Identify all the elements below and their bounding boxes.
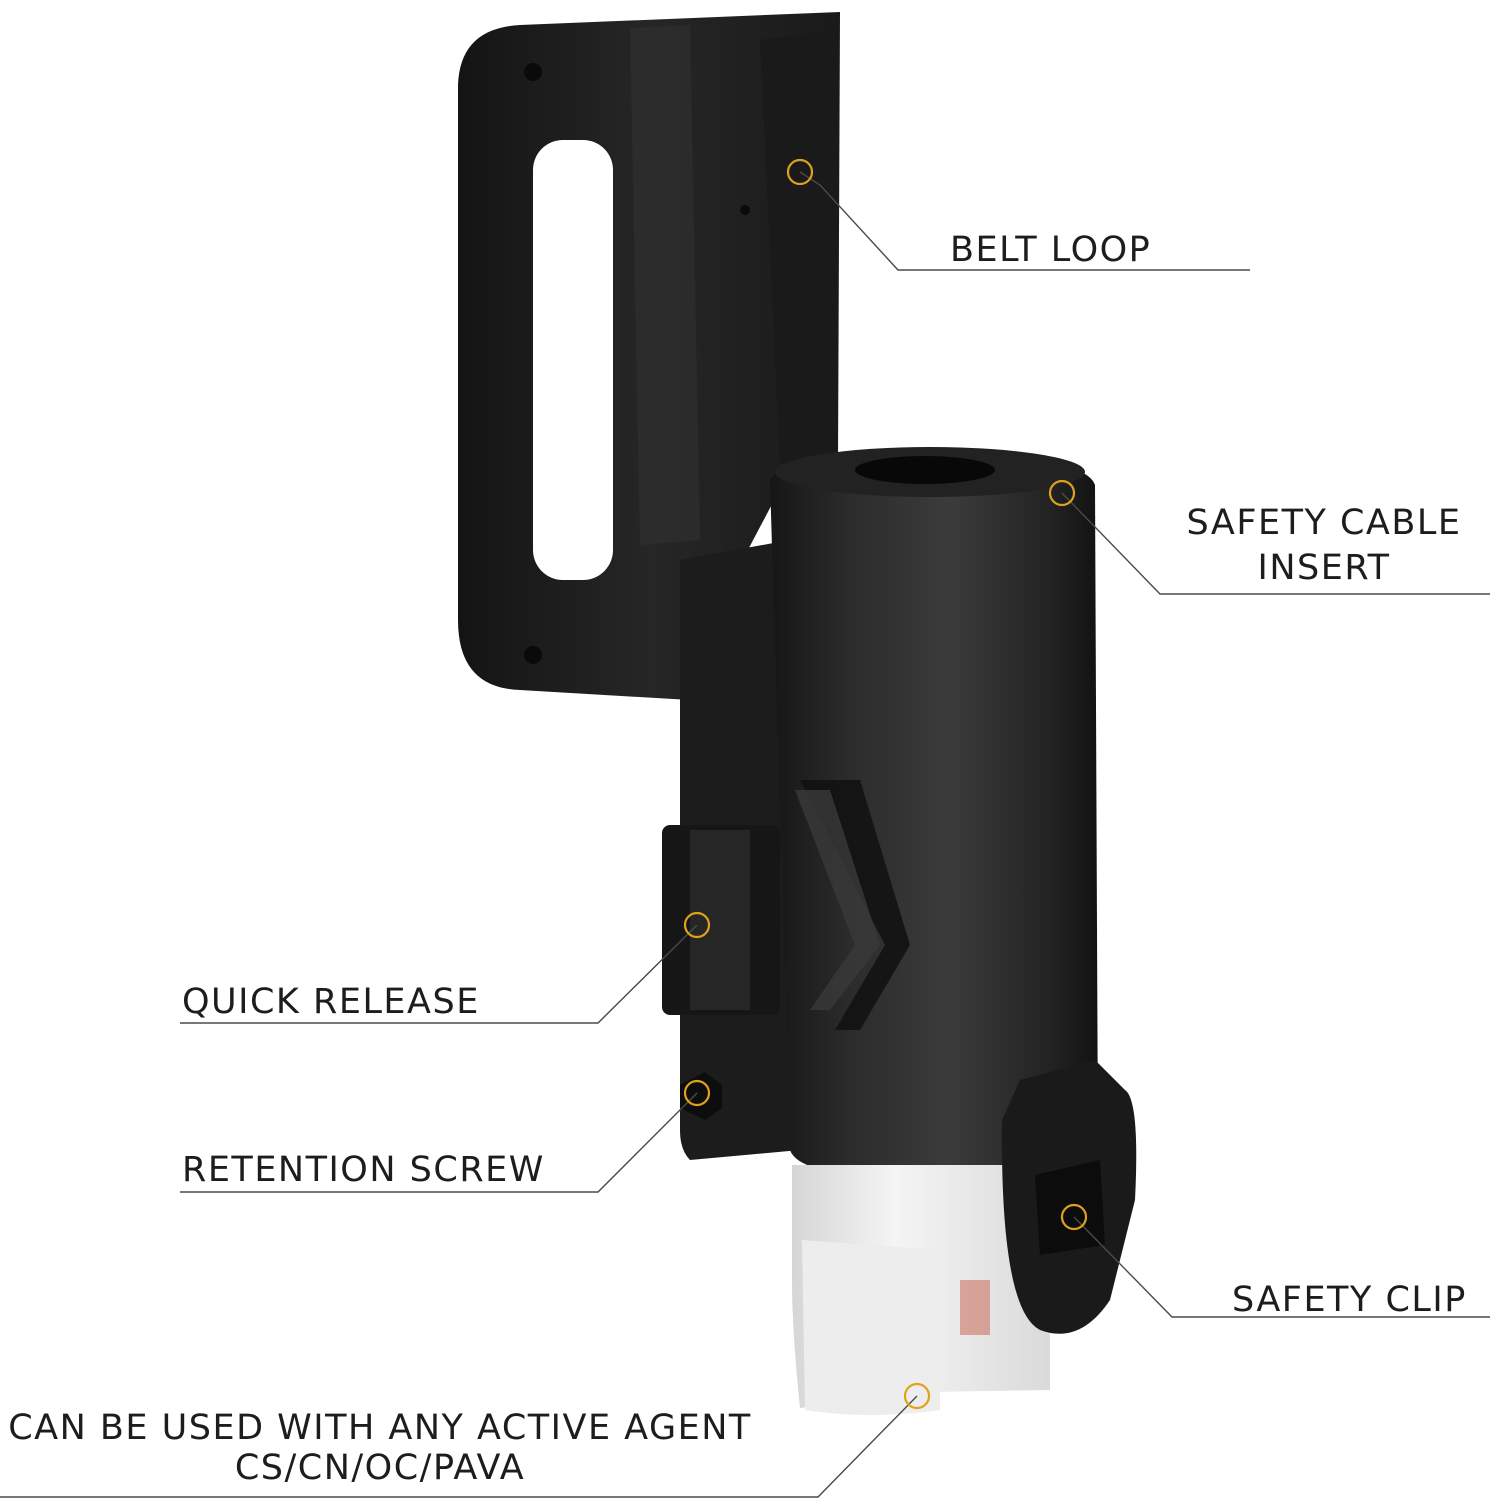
marker-belt-loop xyxy=(786,158,814,186)
belt-loop-label: BELT LOOP xyxy=(950,230,1152,270)
safety-cable-label-1: SAFETY CABLE xyxy=(1186,503,1462,543)
rivet xyxy=(740,205,750,215)
safety-cable-label-2: INSERT xyxy=(1257,548,1391,588)
marker-quick-release xyxy=(683,911,711,939)
safety-clip xyxy=(1001,1060,1137,1334)
marker-active-agent xyxy=(903,1382,931,1410)
holster-body xyxy=(770,447,1098,1180)
marker-safety-clip xyxy=(1060,1203,1088,1231)
rivet xyxy=(524,63,542,81)
retention-screw-label: RETENTION SCREW xyxy=(182,1150,545,1190)
callout-markers xyxy=(683,158,1088,1410)
safety-clip-label: SAFETY CLIP xyxy=(1232,1280,1467,1320)
marker-retention-screw xyxy=(683,1079,711,1107)
active-agent-label-1: CAN BE USED WITH ANY ACTIVE AGENT xyxy=(8,1408,752,1448)
marker-safety-cable xyxy=(1048,479,1076,507)
quick-release-block xyxy=(662,825,780,1015)
belt-slot xyxy=(533,140,613,580)
rivet xyxy=(524,646,542,664)
active-agent-label-2: CS/CN/OC/PAVA xyxy=(234,1448,526,1488)
belt-loop-plate xyxy=(458,12,840,700)
spray-canister xyxy=(792,1165,1050,1415)
quick-release-label: QUICK RELEASE xyxy=(182,982,480,1022)
